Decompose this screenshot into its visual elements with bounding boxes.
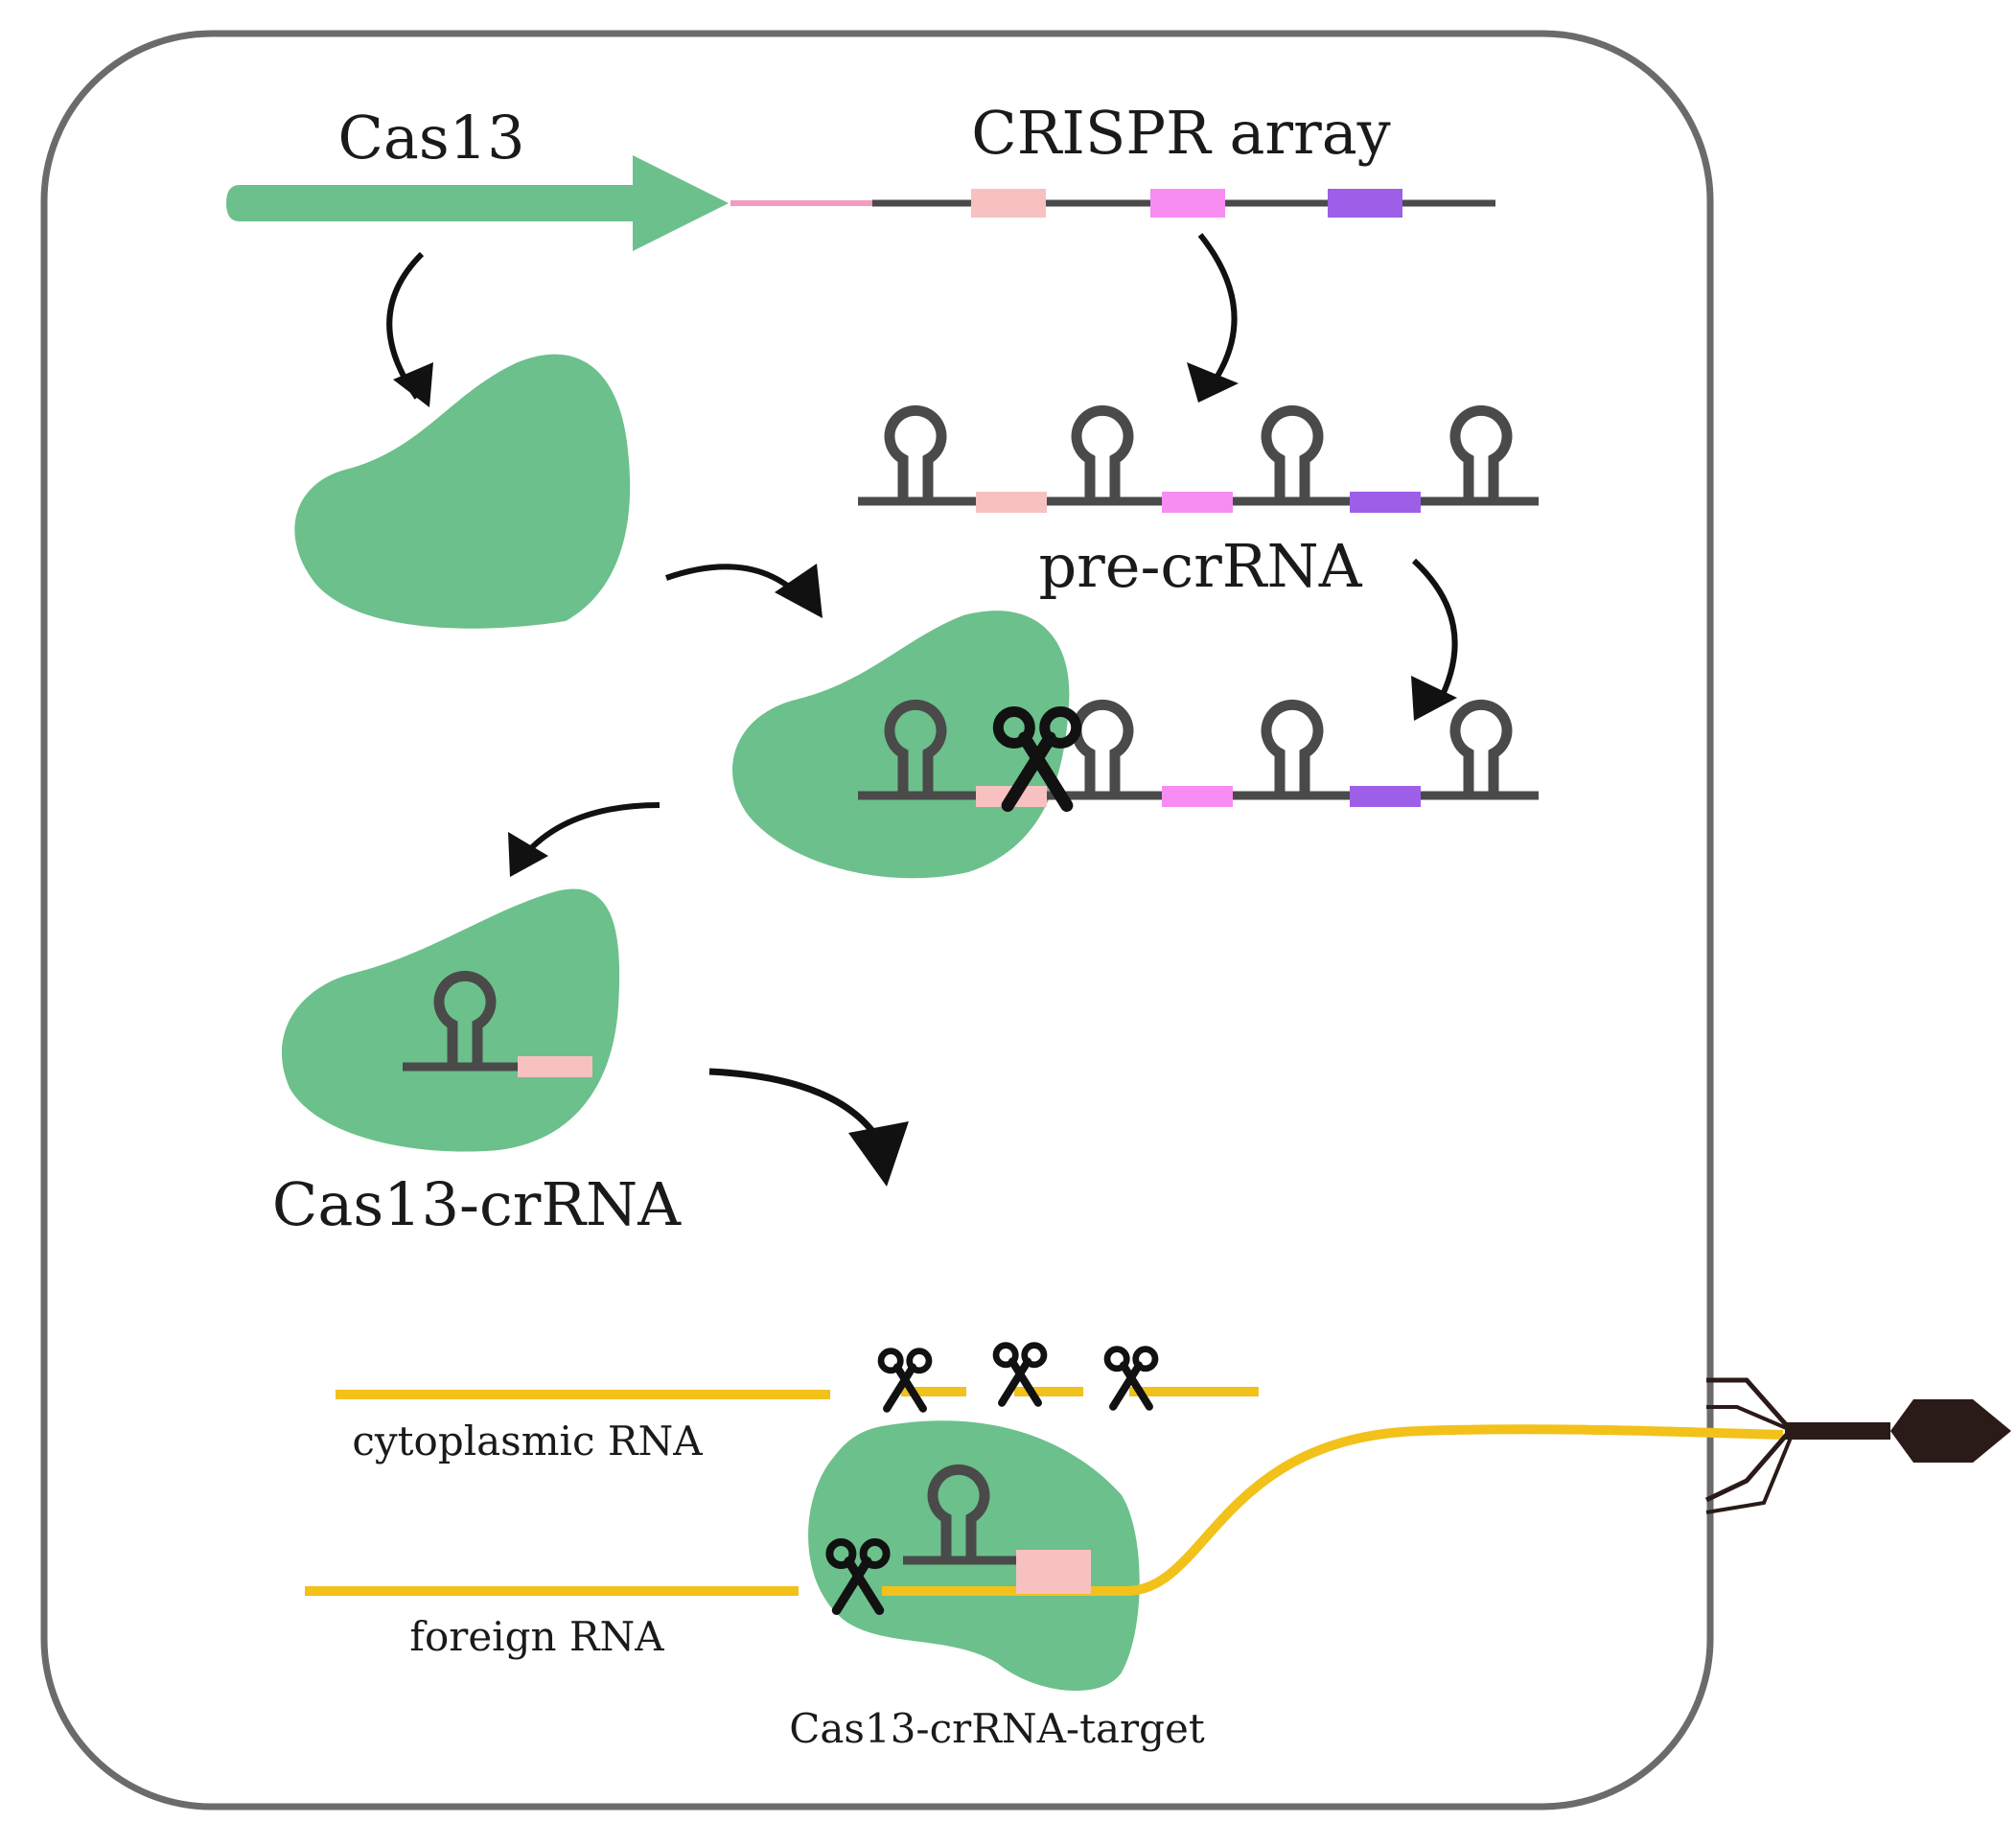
curved-arrow-icon	[393, 362, 433, 407]
curved-arrow-icon	[520, 802, 660, 860]
spacer-1-dna	[971, 189, 1046, 218]
pre-crrna	[858, 410, 1539, 513]
cas13-crrna-target-label: Cas13-crRNA-target	[789, 1705, 1205, 1752]
foreign-rna-label: foreign RNA	[409, 1613, 664, 1660]
pre-crrna-label: pre-crRNA	[1038, 531, 1362, 601]
cas13-gene-label: Cas13	[337, 103, 524, 173]
cas13-crrna-label: Cas13-crRNA	[272, 1169, 682, 1239]
curved-arrow-icon	[1411, 558, 1458, 706]
curved-arrow-icon	[848, 1121, 909, 1187]
spacer-1-rna	[976, 492, 1047, 513]
spacer-3-dna	[1328, 189, 1402, 218]
curved-arrow-icon	[775, 564, 823, 618]
crispr-array	[730, 189, 1495, 218]
crrna-spacer	[518, 1056, 592, 1077]
crispr-array-label: CRISPR array	[971, 98, 1390, 168]
cytoplasmic-rna-label: cytoplasmic RNA	[352, 1418, 703, 1465]
spacer-2-dna	[1150, 189, 1225, 218]
cas13-protein	[294, 354, 631, 629]
curved-arrow-icon	[1411, 676, 1457, 721]
cas13-processing-complex	[732, 611, 1070, 879]
spacer-3-rna	[1350, 492, 1421, 513]
cas13-gene-arrow	[226, 155, 729, 251]
curved-arrow-icon	[1197, 233, 1238, 395]
crrna-spacer-bound	[1016, 1550, 1091, 1594]
bound-crrna	[903, 1469, 1021, 1560]
foreign-rna	[305, 1424, 1784, 1596]
phage-icon	[1704, 1377, 2011, 1514]
crrna	[403, 976, 592, 1077]
curved-arrow-icon	[1187, 362, 1239, 403]
curved-arrow-icon	[508, 832, 548, 877]
spacer-2-rna	[1162, 492, 1233, 513]
